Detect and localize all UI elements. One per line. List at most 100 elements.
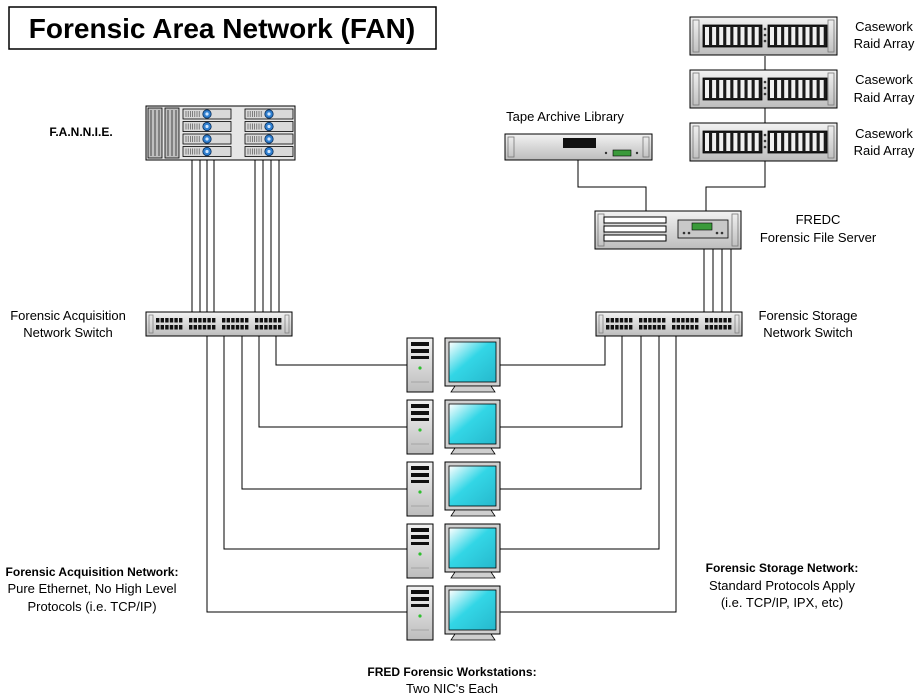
power-led-icon bbox=[418, 428, 422, 432]
switch-port bbox=[174, 318, 178, 323]
raid-drive-slot bbox=[770, 27, 774, 45]
raid-drive-slot bbox=[777, 80, 782, 98]
raid-drive-slot bbox=[791, 133, 796, 151]
raid-drive-slot bbox=[747, 133, 752, 151]
switch-ear bbox=[148, 314, 154, 334]
raid-drive-slot bbox=[740, 133, 745, 151]
switch-port bbox=[624, 318, 628, 323]
raid-led bbox=[763, 86, 767, 90]
fredc-server bbox=[594, 210, 742, 250]
raid-drive-slot bbox=[705, 80, 709, 98]
switch-port bbox=[723, 318, 727, 323]
switch-port bbox=[235, 318, 240, 323]
raid-drive-slot bbox=[747, 27, 752, 45]
workstation-4 bbox=[406, 523, 501, 579]
raid-drive-slot bbox=[777, 133, 782, 151]
drive-led-highlight bbox=[205, 137, 209, 141]
raid-ear bbox=[692, 72, 700, 106]
monitor-stand bbox=[450, 447, 496, 455]
switch-port bbox=[198, 325, 202, 330]
switch-port bbox=[629, 325, 633, 330]
tower-icon bbox=[406, 399, 434, 455]
switch-port bbox=[174, 325, 178, 330]
switch-port bbox=[672, 325, 676, 330]
switch-chassis bbox=[145, 311, 293, 337]
switch-port bbox=[259, 325, 263, 330]
switch-port bbox=[709, 318, 713, 323]
raid-drive-slot bbox=[819, 133, 824, 151]
drive-led-highlight bbox=[205, 149, 209, 154]
switch-port bbox=[255, 325, 259, 330]
raid-drive-slot bbox=[812, 27, 817, 45]
switch-port bbox=[264, 325, 268, 330]
switch-port bbox=[179, 318, 183, 323]
raid-drive-slot bbox=[740, 27, 745, 45]
power-led-icon bbox=[418, 614, 422, 618]
raid-drive-slot bbox=[812, 133, 817, 151]
switch-port bbox=[652, 318, 657, 323]
raid-arrays bbox=[689, 16, 838, 162]
drive-led-highlight bbox=[267, 137, 271, 141]
switch-port bbox=[685, 318, 690, 323]
link-stor-ws-2 bbox=[500, 334, 623, 428]
switch-port bbox=[690, 325, 694, 330]
monitor-screen bbox=[448, 527, 497, 569]
raid-3-label-line1: Casework bbox=[855, 126, 913, 141]
switch-port bbox=[662, 318, 666, 323]
raid-drive-slot bbox=[798, 80, 803, 98]
switch-port bbox=[606, 318, 610, 323]
link-acq-ws-1 bbox=[275, 334, 407, 366]
tower-drive bbox=[411, 542, 429, 545]
storage-network-line1: Standard Protocols Apply bbox=[709, 578, 855, 593]
switch-port bbox=[212, 325, 216, 330]
switch-port bbox=[695, 318, 699, 323]
drive-led-highlight bbox=[205, 112, 209, 116]
raid-array-1 bbox=[689, 16, 838, 56]
switch-port bbox=[662, 325, 666, 330]
switch-port bbox=[615, 318, 619, 323]
switch-port bbox=[714, 325, 718, 330]
switch-port bbox=[240, 325, 244, 330]
switch-port bbox=[648, 318, 652, 323]
drive-led-highlight bbox=[267, 112, 271, 116]
monitor-stand bbox=[450, 571, 496, 579]
raid-drive-slot bbox=[754, 133, 759, 151]
tower-drive bbox=[411, 528, 429, 532]
raid-drive-slot bbox=[791, 27, 796, 45]
switch-port bbox=[226, 325, 230, 330]
raid-drive-slot bbox=[812, 80, 817, 98]
monitor-stand bbox=[450, 633, 496, 641]
raid-led bbox=[763, 80, 767, 84]
raid-drive-slot bbox=[747, 80, 752, 98]
workstation-1 bbox=[406, 337, 501, 393]
raid-3-label-line2: Raid Array bbox=[854, 143, 915, 158]
fredc-label-line2: Forensic File Server bbox=[760, 230, 877, 245]
raid-drive-slot bbox=[770, 80, 774, 98]
switch-port bbox=[165, 318, 169, 323]
monitor-screen bbox=[448, 341, 497, 383]
raid-drive-slot bbox=[726, 80, 731, 98]
tower-drive bbox=[411, 342, 429, 346]
tape-library bbox=[504, 133, 653, 161]
tower-drive bbox=[411, 480, 429, 483]
monitor-stand bbox=[450, 385, 496, 393]
switch-port bbox=[259, 318, 263, 323]
raid-drive-slot bbox=[784, 80, 789, 98]
switch-port bbox=[193, 318, 197, 323]
switch-port bbox=[235, 325, 240, 330]
raid-led bbox=[763, 39, 767, 43]
raid-1-label-line1: Casework bbox=[855, 19, 913, 34]
switch-port bbox=[231, 318, 235, 323]
switch-port bbox=[657, 318, 661, 323]
raid-drive-slot bbox=[733, 133, 738, 151]
raid-drive-slot bbox=[712, 133, 717, 151]
workstation-3 bbox=[406, 461, 501, 517]
raid-ear bbox=[692, 125, 700, 159]
tower-drive bbox=[411, 535, 429, 539]
switch-port bbox=[718, 318, 723, 323]
raid-drive-slot bbox=[726, 27, 731, 45]
switch-port bbox=[193, 325, 197, 330]
raid-drive-slot bbox=[733, 27, 738, 45]
switch-ear bbox=[284, 314, 290, 334]
